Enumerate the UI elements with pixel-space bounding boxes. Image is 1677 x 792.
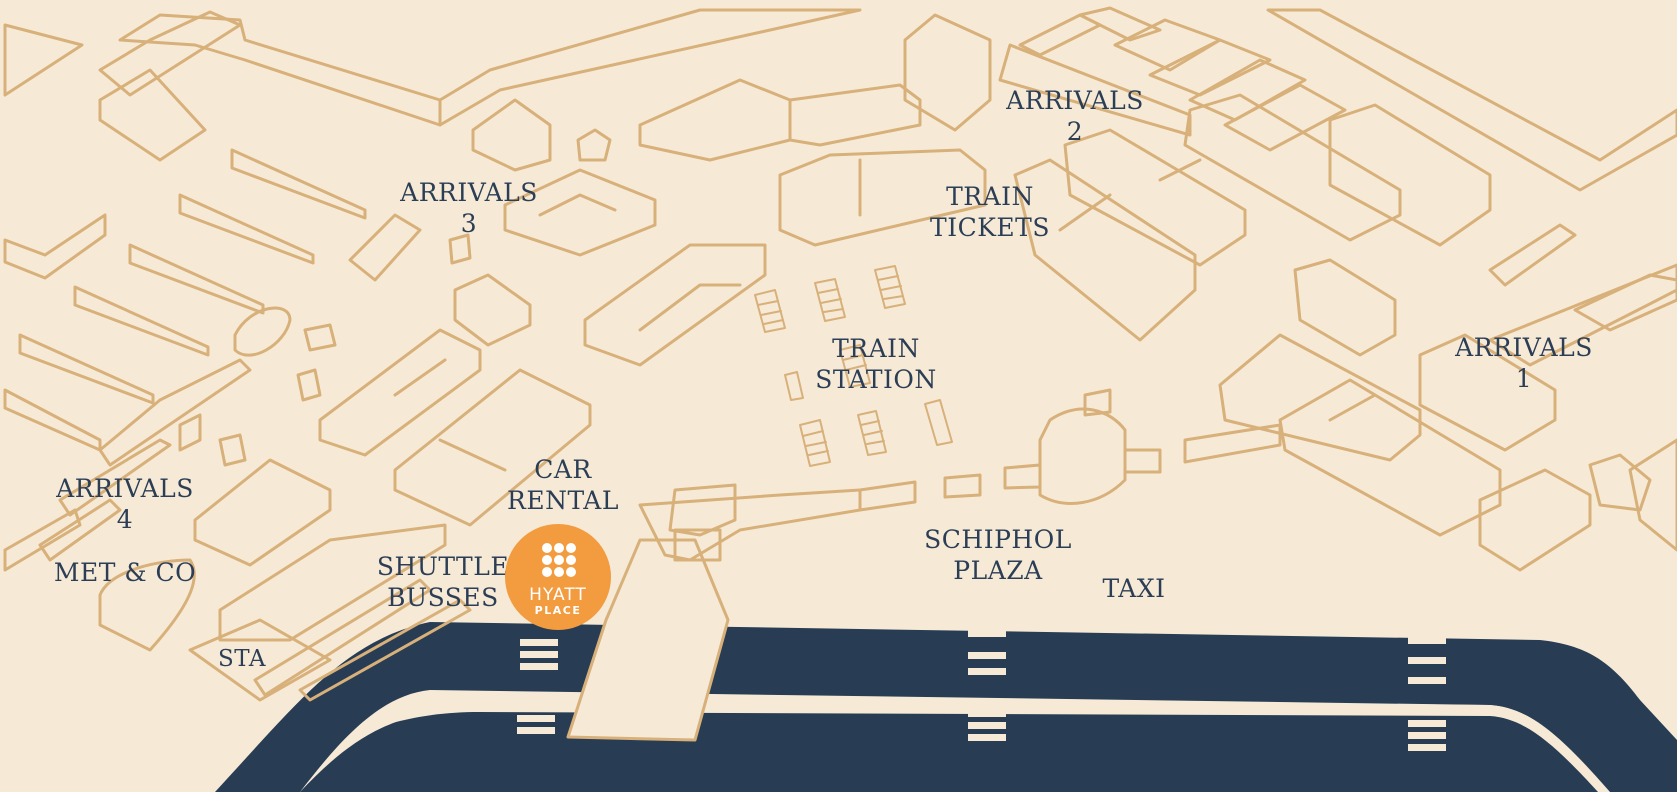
- road-upper: [215, 622, 1677, 792]
- label-taxi: TAXI: [1102, 574, 1166, 603]
- logo-brand-place: PLACE: [534, 604, 582, 617]
- label-sta: STA: [218, 646, 266, 672]
- roads: [215, 622, 1677, 792]
- buildings: [3, 6, 1677, 702]
- footbridge: [566, 538, 730, 742]
- logo-brand-hyatt: HYATT: [529, 585, 587, 605]
- road-bottom: [300, 712, 1598, 792]
- hyatt-place-logo[interactable]: HYATT PLACE: [505, 524, 611, 630]
- road-divider: [392, 695, 1605, 792]
- crosswalks: [517, 630, 1446, 751]
- hyatt-place-dots-icon: [542, 543, 576, 577]
- label-met-co: MET & CO: [53, 558, 197, 587]
